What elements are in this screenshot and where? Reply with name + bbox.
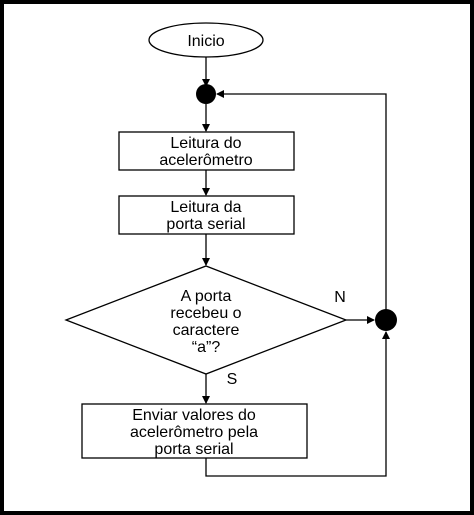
decision-line-1: A porta [181, 288, 232, 305]
step3-line-2: acelerômetro pela [130, 424, 258, 441]
step2-line-1: Leitura da [170, 199, 241, 216]
flow-step3-to-junction [205, 331, 390, 477]
yes-label: S [227, 371, 238, 388]
right-junction-dot [375, 309, 397, 331]
decision-line-4: “a”? [192, 339, 221, 356]
process-send-values [81, 403, 308, 459]
decision-line-3: caractere [173, 322, 240, 339]
top-junction-dot [196, 84, 216, 104]
step1-line-1: Leitura do [170, 135, 241, 152]
flow-loop-return [216, 90, 387, 320]
step1-line-2: acelerômetro [159, 152, 252, 169]
no-label: N [334, 289, 346, 306]
step2-line-2: porta serial [166, 216, 245, 233]
start-label: Inicio [187, 33, 224, 50]
process-read-serial-port [118, 195, 295, 235]
step3-line-3: porta serial [154, 441, 233, 458]
step3-line-1: Enviar valores do [132, 407, 256, 424]
decision-line-2: recebeu o [170, 305, 241, 322]
process-read-accelerometer [118, 131, 295, 171]
